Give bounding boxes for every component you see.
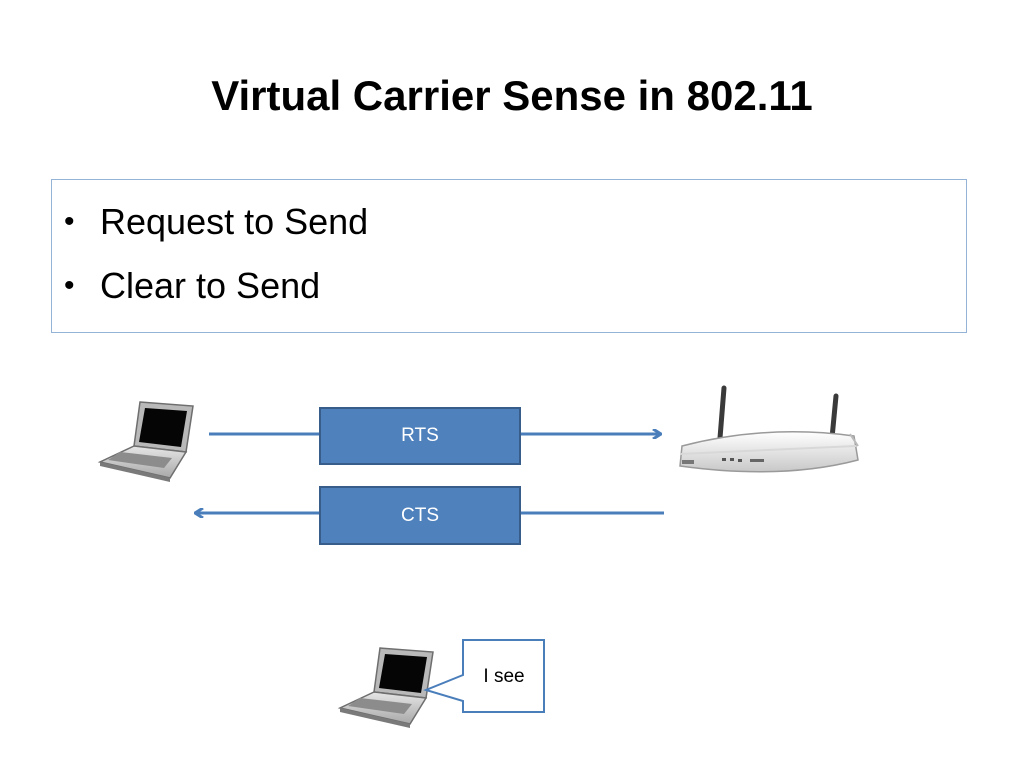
laptop-icon: [337, 647, 434, 728]
bullet-text: Clear to Send: [100, 265, 321, 306]
rts-box: RTS: [319, 407, 521, 465]
bullet-text: Request to Send: [100, 201, 369, 242]
bullet-dot-icon: •: [64, 269, 75, 302]
bullet-item-cts: • Clear to Send: [64, 254, 966, 318]
callout-text: I see: [483, 666, 525, 687]
slide-title: Virtual Carrier Sense in 802.11: [211, 72, 813, 119]
laptop-icon: [97, 401, 194, 482]
speech-callout-icon: [422, 639, 545, 713]
bullet-list: • Request to Send • Clear to Send: [52, 180, 966, 318]
cts-box: CTS: [319, 486, 521, 545]
bullet-box: • Request to Send • Clear to Send: [51, 179, 967, 333]
wireless-router-icon: [679, 385, 859, 473]
bullet-item-rts: • Request to Send: [64, 190, 966, 254]
bullet-dot-icon: •: [64, 205, 75, 238]
